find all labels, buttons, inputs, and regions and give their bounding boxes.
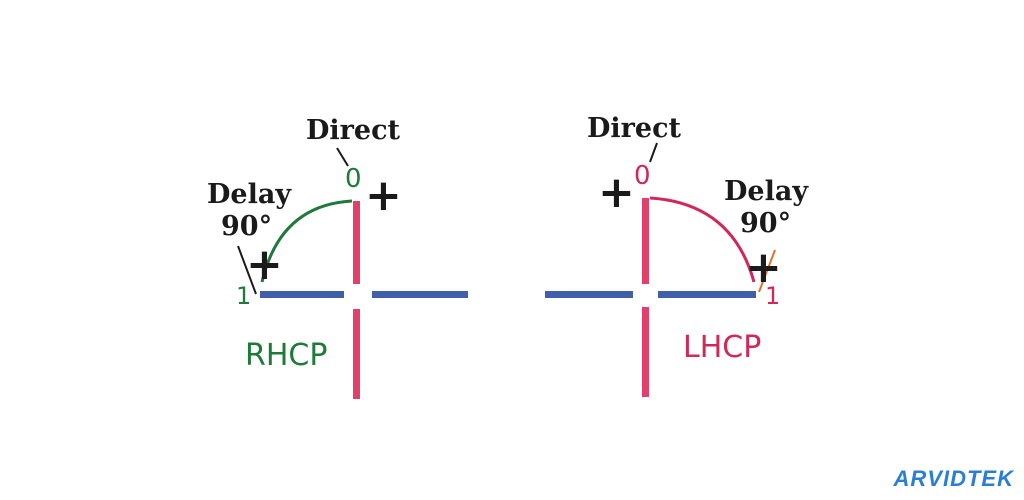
- rhcp-axis-lower-segment: [353, 309, 360, 399]
- rhcp-one-label: 1: [236, 282, 251, 310]
- rhcp-diagram: Direct Delay 90° 0 1 RHCP + +: [207, 115, 468, 399]
- lhcp-one-label: 1: [765, 282, 780, 310]
- arvidtek-logo: ARVIDTEK: [894, 466, 1014, 492]
- rhcp-name-label: RHCP: [245, 338, 327, 373]
- lhcp-delay-leader: [758, 249, 776, 293]
- rhcp-delay-leader: [237, 245, 257, 295]
- lhcp-name-label: LHCP: [683, 330, 761, 365]
- lhcp-axis-left-segment: [545, 291, 633, 298]
- lhcp-direct-leader: [649, 142, 658, 163]
- lhcp-delay-angle-label: 90°: [740, 208, 791, 239]
- lhcp-direct-label: Direct: [587, 113, 682, 144]
- lhcp-rotation-arc: [649, 196, 756, 283]
- lhcp-zero-label: 0: [634, 161, 651, 191]
- rhcp-axis-upper-segment: [353, 201, 360, 284]
- rhcp-delay-angle-label: 90°: [221, 211, 272, 242]
- rhcp-direct-leader: [336, 147, 349, 167]
- rhcp-axis-right-segment: [372, 291, 468, 298]
- rhcp-delay-label: Delay: [207, 179, 292, 210]
- rhcp-zero-label: 0: [345, 164, 362, 194]
- lhcp-delay-label: Delay: [724, 176, 809, 207]
- lhcp-axis-right-segment: [658, 291, 756, 298]
- rhcp-axis-left-segment: [260, 291, 344, 298]
- lhcp-plus-sign-bottom: +: [745, 242, 782, 293]
- lhcp-axis-upper-segment: [642, 198, 649, 284]
- lhcp-diagram: Direct Delay 90° 0 1 LHCP + +: [545, 113, 809, 397]
- rhcp-rotation-arc: [260, 199, 353, 283]
- logo-text: ARVIDTEK: [893, 466, 1014, 491]
- rhcp-plus-sign-bottom: +: [246, 239, 283, 290]
- lhcp-plus-sign-top: +: [598, 167, 635, 218]
- lhcp-axis-lower-segment: [642, 307, 649, 397]
- rhcp-plus-sign-top: +: [365, 170, 402, 221]
- rhcp-direct-label: Direct: [306, 115, 401, 146]
